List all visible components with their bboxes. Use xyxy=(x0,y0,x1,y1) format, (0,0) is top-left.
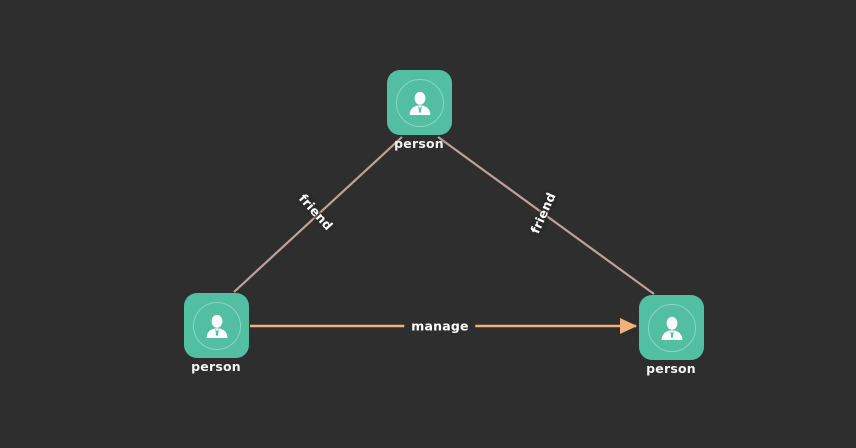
person-icon xyxy=(192,301,241,350)
person-icon xyxy=(395,78,444,127)
graph-node-top[interactable] xyxy=(387,70,452,135)
graph-node-right[interactable] xyxy=(639,295,704,360)
graph-node-left[interactable] xyxy=(184,293,249,358)
edge-line-friend-left[interactable] xyxy=(233,136,403,293)
edge-line-friend-right[interactable] xyxy=(437,136,655,295)
person-icon xyxy=(647,303,696,352)
edge-label-manage[interactable]: manage xyxy=(404,317,476,335)
graph-node-label-left: person xyxy=(191,359,241,374)
graph-node-label-right: person xyxy=(646,361,696,376)
graph-node-label-top: person xyxy=(394,136,444,151)
